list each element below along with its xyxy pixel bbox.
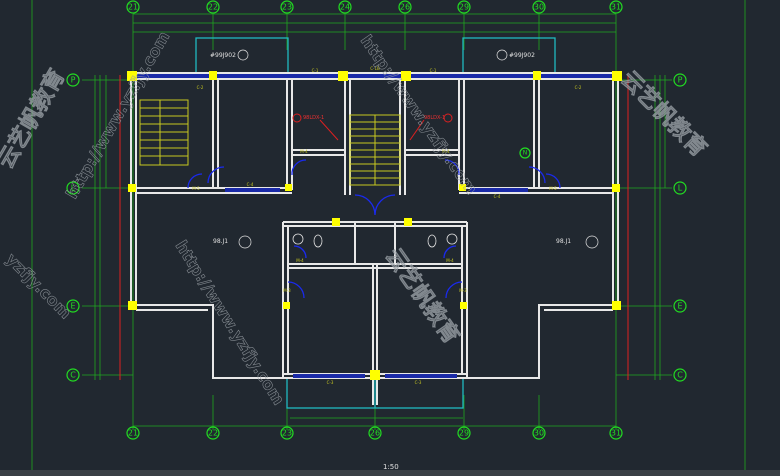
svg-text:26: 26 (400, 3, 410, 12)
door-label: M-4 (300, 149, 308, 154)
sanitary-fixtures (292, 233, 458, 248)
axis-bubbles-right: P L E C (673, 73, 687, 382)
window-label: C-1 (312, 68, 319, 73)
svg-text:P: P (678, 76, 683, 85)
room-label-right: 98.J1 (556, 238, 571, 245)
window-label: C-1 (430, 68, 437, 73)
svg-text:31: 31 (611, 3, 621, 12)
watermark: http://www.yzfjy.com (62, 28, 173, 202)
columns (127, 71, 622, 380)
north-mark: N (523, 150, 528, 157)
door-label: M-3 (283, 288, 291, 293)
svg-text:P: P (71, 76, 76, 85)
stairs-center (349, 114, 401, 186)
svg-text:23: 23 (282, 429, 292, 438)
svg-text:22: 22 (208, 3, 218, 12)
door-label: M-4 (296, 258, 304, 263)
red-tag-left: 98LDX-1 (303, 115, 324, 121)
svg-text:31: 31 (611, 429, 621, 438)
svg-text:L: L (678, 184, 683, 193)
door-label: M-5 (549, 186, 557, 191)
axis-bubbles-top: 21 22 23 24 26 29 30 31 (126, 0, 623, 14)
window-label: C-3 (327, 380, 334, 385)
room-label-left: 98.J1 (213, 238, 228, 245)
svg-text:29: 29 (459, 429, 469, 438)
axis-bubbles-bottom: 21 22 23 26 29 30 31 (126, 426, 623, 440)
svg-text:29: 29 (459, 3, 469, 12)
balcony-ref-left: #99J902 (210, 52, 236, 59)
window-label: C-4 (247, 182, 254, 187)
window-label: C-2 (197, 85, 204, 90)
svg-text:21: 21 (128, 3, 138, 12)
window-label: C-1B (370, 66, 380, 71)
window-label: C-4 (494, 194, 501, 199)
svg-text:E: E (677, 302, 682, 311)
door-label: M-3 (459, 288, 467, 293)
svg-text:22: 22 (208, 429, 218, 438)
watermark: 云艺帆教育 (0, 65, 70, 173)
door-label: M-5 (192, 186, 200, 191)
watermark: http://www.yzfjy.com (172, 237, 289, 408)
svg-text:21: 21 (128, 429, 138, 438)
svg-text:23: 23 (282, 3, 292, 12)
balcony-ref-right: #99J902 (509, 52, 535, 59)
door-label: M-4 (446, 258, 454, 263)
scale-label: 1:50 (383, 463, 399, 471)
svg-text:26: 26 (370, 429, 380, 438)
watermarks: http://www.yzfjy.com 云艺帆教育 http://www.yz… (0, 28, 712, 409)
svg-text:24: 24 (340, 3, 350, 12)
red-tag-right: 98LDX-1 (424, 115, 445, 121)
doors (187, 159, 561, 299)
door-label: M-4 (442, 149, 450, 154)
svg-text:C: C (70, 371, 76, 380)
svg-text:L: L (71, 184, 76, 193)
svg-text:C: C (677, 371, 683, 380)
svg-text:30: 30 (534, 3, 544, 12)
axis-bubbles-left: P L E C (66, 73, 80, 382)
window-label: C-3 (415, 380, 422, 385)
stairs-left (139, 99, 189, 166)
status-bar (0, 470, 780, 476)
svg-text:30: 30 (534, 429, 544, 438)
dimension-lines (31, 0, 746, 476)
window-label: C-2 (575, 85, 582, 90)
annotations: #99J902 #99J902 98.J1 98.J1 98LDX-1 98LD… (192, 49, 599, 385)
svg-text:E: E (70, 302, 75, 311)
walls (128, 72, 620, 405)
watermark: yzfjy.com (2, 249, 75, 322)
